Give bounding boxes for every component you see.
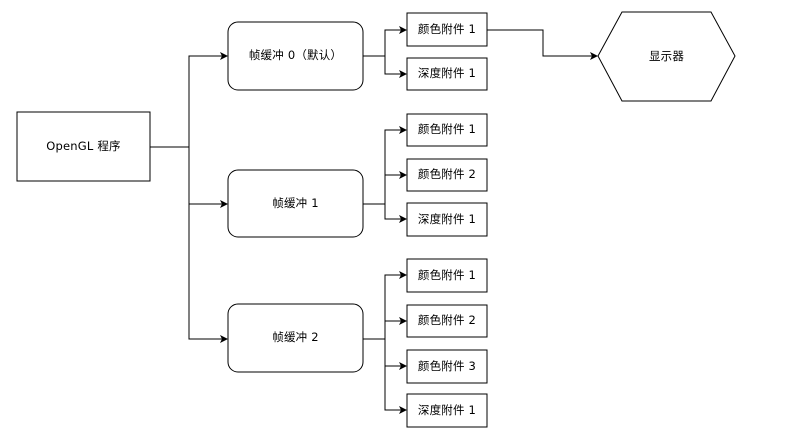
fb1-attachment-1	[406, 113, 488, 147]
framebuffer-2-node	[227, 303, 364, 373]
edge-fb1-att2	[363, 203, 407, 223]
edge-fb2-att1	[363, 317, 407, 340]
fb0-attachment-2	[406, 57, 488, 91]
edge-fb1-att1	[363, 171, 407, 205]
edge-fb0-att1	[363, 55, 407, 78]
framebuffer-0-node	[227, 21, 364, 91]
display-node	[597, 11, 736, 102]
program-node	[16, 111, 151, 182]
edge-color-to-display	[487, 29, 598, 60]
edge-fb2-att3	[363, 338, 407, 414]
fb1-attachment-2	[406, 158, 488, 192]
fb2-attachment-3	[406, 349, 488, 384]
fb2-attachment-4	[406, 393, 488, 428]
fb2-attachment-2	[406, 304, 488, 338]
edge-fb0-att0	[363, 26, 407, 57]
fb1-attachment-3	[406, 202, 488, 237]
fb0-attachment-1	[406, 12, 488, 47]
fb2-attachment-1	[406, 258, 488, 293]
edge-program-fb0	[150, 52, 228, 148]
framebuffer-1-node	[227, 169, 364, 238]
edge-program-fb2	[150, 146, 228, 343]
